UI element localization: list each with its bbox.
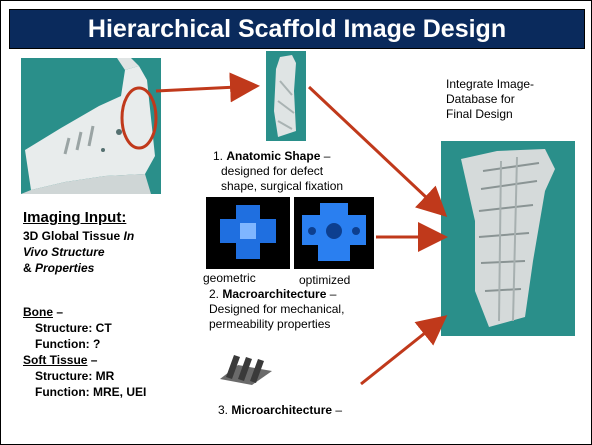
imaging-input-line3: & Properties: [23, 261, 94, 275]
integrate-line2: Database for: [446, 92, 515, 106]
imaging-input-heading: Imaging Input:: [23, 209, 126, 226]
step1-title: 1. Anatomic Shape –: [213, 149, 330, 163]
step2-line2: Designed for mechanical,: [209, 302, 344, 316]
imaging-input-line1: 3D Global Tissue In: [23, 229, 134, 243]
bone-heading: Bone –: [23, 305, 63, 319]
step1-line2: designed for defect: [221, 164, 323, 178]
integrate-line3: Final Design: [446, 107, 513, 121]
step1-line3: shape, surgical fixation: [221, 179, 343, 193]
imaging-input-line2: Vivo Structure: [23, 245, 105, 259]
bone-structure: Structure: CT: [35, 321, 112, 335]
bone-function: Function: ?: [35, 337, 100, 351]
soft-tissue-structure: Structure: MR: [35, 369, 114, 383]
integrate-line1: Integrate Image-: [446, 77, 534, 91]
optimized-label: optimized: [299, 273, 350, 287]
step2-line3: permeability properties: [209, 317, 330, 331]
geometric-label: geometric: [203, 271, 256, 285]
soft-tissue-function: Function: MRE, UEI: [35, 385, 146, 399]
step3-title: 3. Microarchitecture –: [218, 403, 342, 417]
soft-tissue-heading: Soft Tissue –: [23, 353, 97, 367]
step2-title: 2. Macroarchitecture –: [209, 287, 336, 301]
